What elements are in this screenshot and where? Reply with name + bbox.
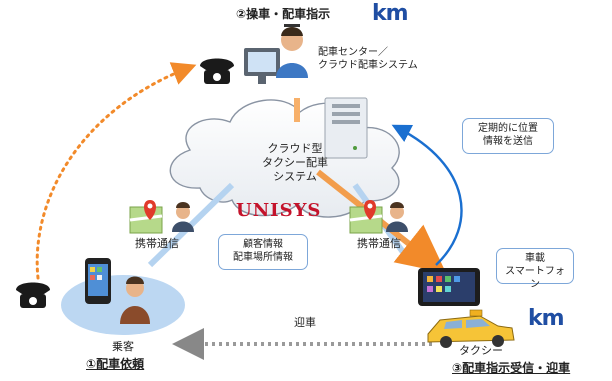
phone-icon — [200, 58, 234, 84]
map-pin-icon — [349, 200, 383, 234]
taxi-icon — [427, 309, 515, 348]
dispatch-center-label-1: 配車センター／ — [318, 47, 388, 58]
customer-info-callout: 顧客情報 配車場所情報 — [218, 234, 308, 270]
km-logo-taxi: km — [528, 306, 565, 331]
dispatch-center-label-2: クラウド配車システム — [318, 60, 418, 71]
location-callout-line-2: 情報を送信 — [483, 136, 533, 147]
request-title: ①配車依頼 — [86, 357, 145, 371]
operator-icon — [244, 24, 308, 84]
dispatch-title: ②操車・配車指示 — [236, 7, 331, 21]
taxi-label: タクシー — [459, 344, 503, 357]
smartphone-icon — [85, 258, 111, 304]
cloud-label-2: タクシー配車 — [262, 156, 328, 169]
cloud-label-3: システム — [273, 170, 317, 183]
cloud-label-1: クラウド型 — [267, 142, 323, 155]
customer-info-line-2: 配車場所情報 — [233, 252, 293, 263]
smartphone-callout: 車載 スマートフォン — [496, 248, 574, 290]
receive-title: ③配車指示受信・迎車 — [452, 361, 571, 375]
location-callout: 定期的に位置 情報を送信 — [462, 118, 554, 154]
customer-info-line-1: 顧客情報 — [243, 239, 283, 250]
mobile-label-right: 携帯通信 — [357, 237, 401, 250]
location-arrow — [391, 124, 463, 266]
call-arrow — [35, 62, 197, 280]
smartphone-callout-line-1: 車載 — [525, 253, 545, 264]
smartphone-callout-line-2: スマートフォン — [505, 266, 565, 290]
km-logo-top: km — [372, 1, 409, 26]
person-icon — [120, 276, 150, 324]
unisys-logo: UNISYS — [236, 200, 322, 221]
mobile-label-left: 携帯通信 — [135, 237, 179, 250]
tablet-icon — [418, 268, 480, 306]
person-icon — [172, 202, 194, 232]
passenger-label: 乗客 — [112, 340, 134, 353]
person-icon — [386, 202, 408, 232]
phone-icon — [16, 282, 50, 308]
passenger-base — [61, 275, 185, 335]
server-icon — [324, 97, 368, 159]
location-callout-line-1: 定期的に位置 — [478, 123, 538, 134]
map-pin-icon — [129, 200, 163, 234]
pickup-label: 迎車 — [294, 316, 316, 329]
